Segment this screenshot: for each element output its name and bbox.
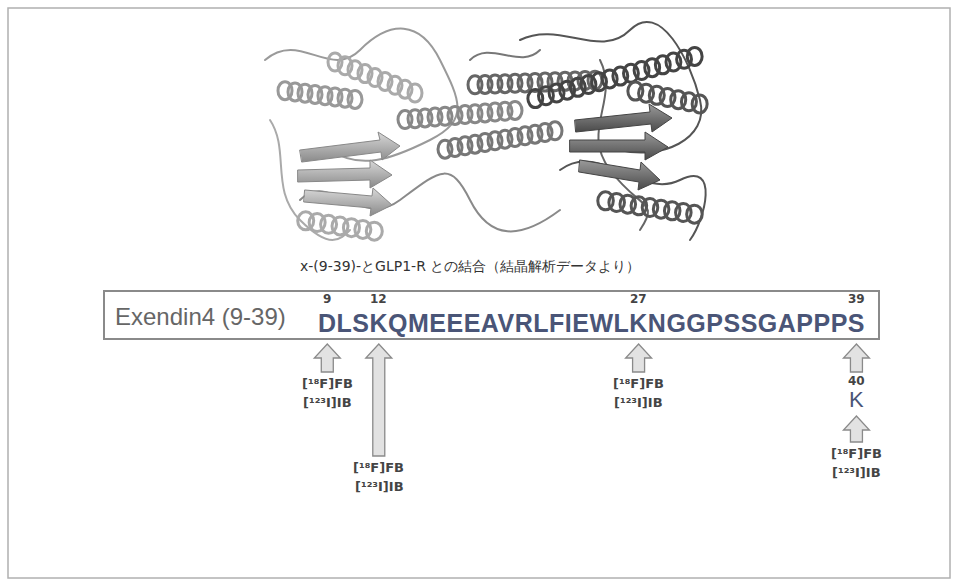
label-arrow — [366, 344, 392, 456]
helix-coil — [692, 95, 707, 113]
outer-frame — [8, 8, 950, 578]
amino-acid-sequence: DLSKQMEEEAVRLFIEWLKNGGPSSGAPPPS — [318, 309, 865, 338]
peptide-name: Exendin4 (9-39) — [115, 303, 286, 331]
radiolabel-name: [¹²³I]IB — [303, 395, 352, 410]
helix-coil — [687, 205, 703, 223]
radiolabel-name: [¹²³I]IB — [832, 465, 881, 480]
helix-coil — [508, 101, 522, 119]
residue-number: 9 — [323, 292, 331, 306]
protein-ribbon-illustration — [265, 22, 707, 240]
sequence-box: Exendin4 (9-39) DLSKQMEEEAVRLFIEWLKNGGPSS… — [103, 290, 880, 340]
helix-coil — [548, 122, 562, 140]
label-arrow — [843, 344, 869, 372]
radiolabel-name: [¹⁸F]FB — [831, 446, 882, 461]
figure-caption: x-(9-39)-とGLP1-R との結合（結晶解析データより） — [300, 258, 640, 276]
residue-number: 27 — [630, 292, 647, 306]
added-lysine: K — [849, 387, 864, 413]
residue-number: 12 — [370, 292, 387, 306]
helix-coil — [408, 84, 422, 102]
helix-coil — [687, 47, 702, 65]
radiolabel-name: [¹⁸F]FB — [353, 460, 404, 475]
label-arrow — [626, 344, 652, 372]
label-arrow — [843, 416, 869, 442]
radiolabel-name: [¹⁸F]FB — [302, 376, 353, 391]
helix-coil — [366, 222, 382, 240]
radiolabel-name: [¹⁸F]FB — [613, 376, 664, 391]
radiolabel-name: [¹²³I]IB — [614, 395, 663, 410]
label-arrow — [314, 344, 340, 372]
residue-number: 39 — [848, 292, 865, 306]
residue-number: 40 — [848, 374, 865, 388]
helix-coil — [348, 90, 362, 108]
radiolabel-name: [¹²³I]IB — [355, 479, 404, 494]
